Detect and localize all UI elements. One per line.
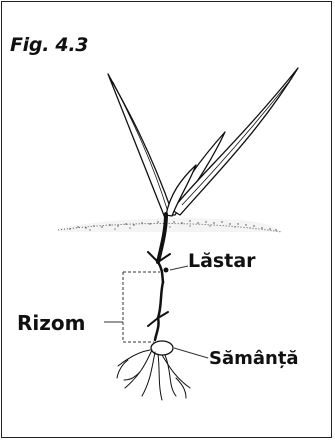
plant-leaves	[108, 68, 298, 218]
shoot-leader-line	[170, 266, 188, 270]
rhizome-label: Rizom	[17, 311, 85, 335]
plant-stem	[148, 214, 170, 340]
node-marker	[164, 268, 169, 273]
plant-roots	[117, 350, 190, 400]
shoot-label: Lăstar	[188, 250, 256, 272]
seed-shape	[151, 341, 173, 355]
seed-leader-line	[174, 348, 208, 358]
soil-surface	[58, 218, 282, 232]
seed-label: Sămânță	[209, 348, 299, 369]
rhizome-bracket	[104, 272, 160, 342]
